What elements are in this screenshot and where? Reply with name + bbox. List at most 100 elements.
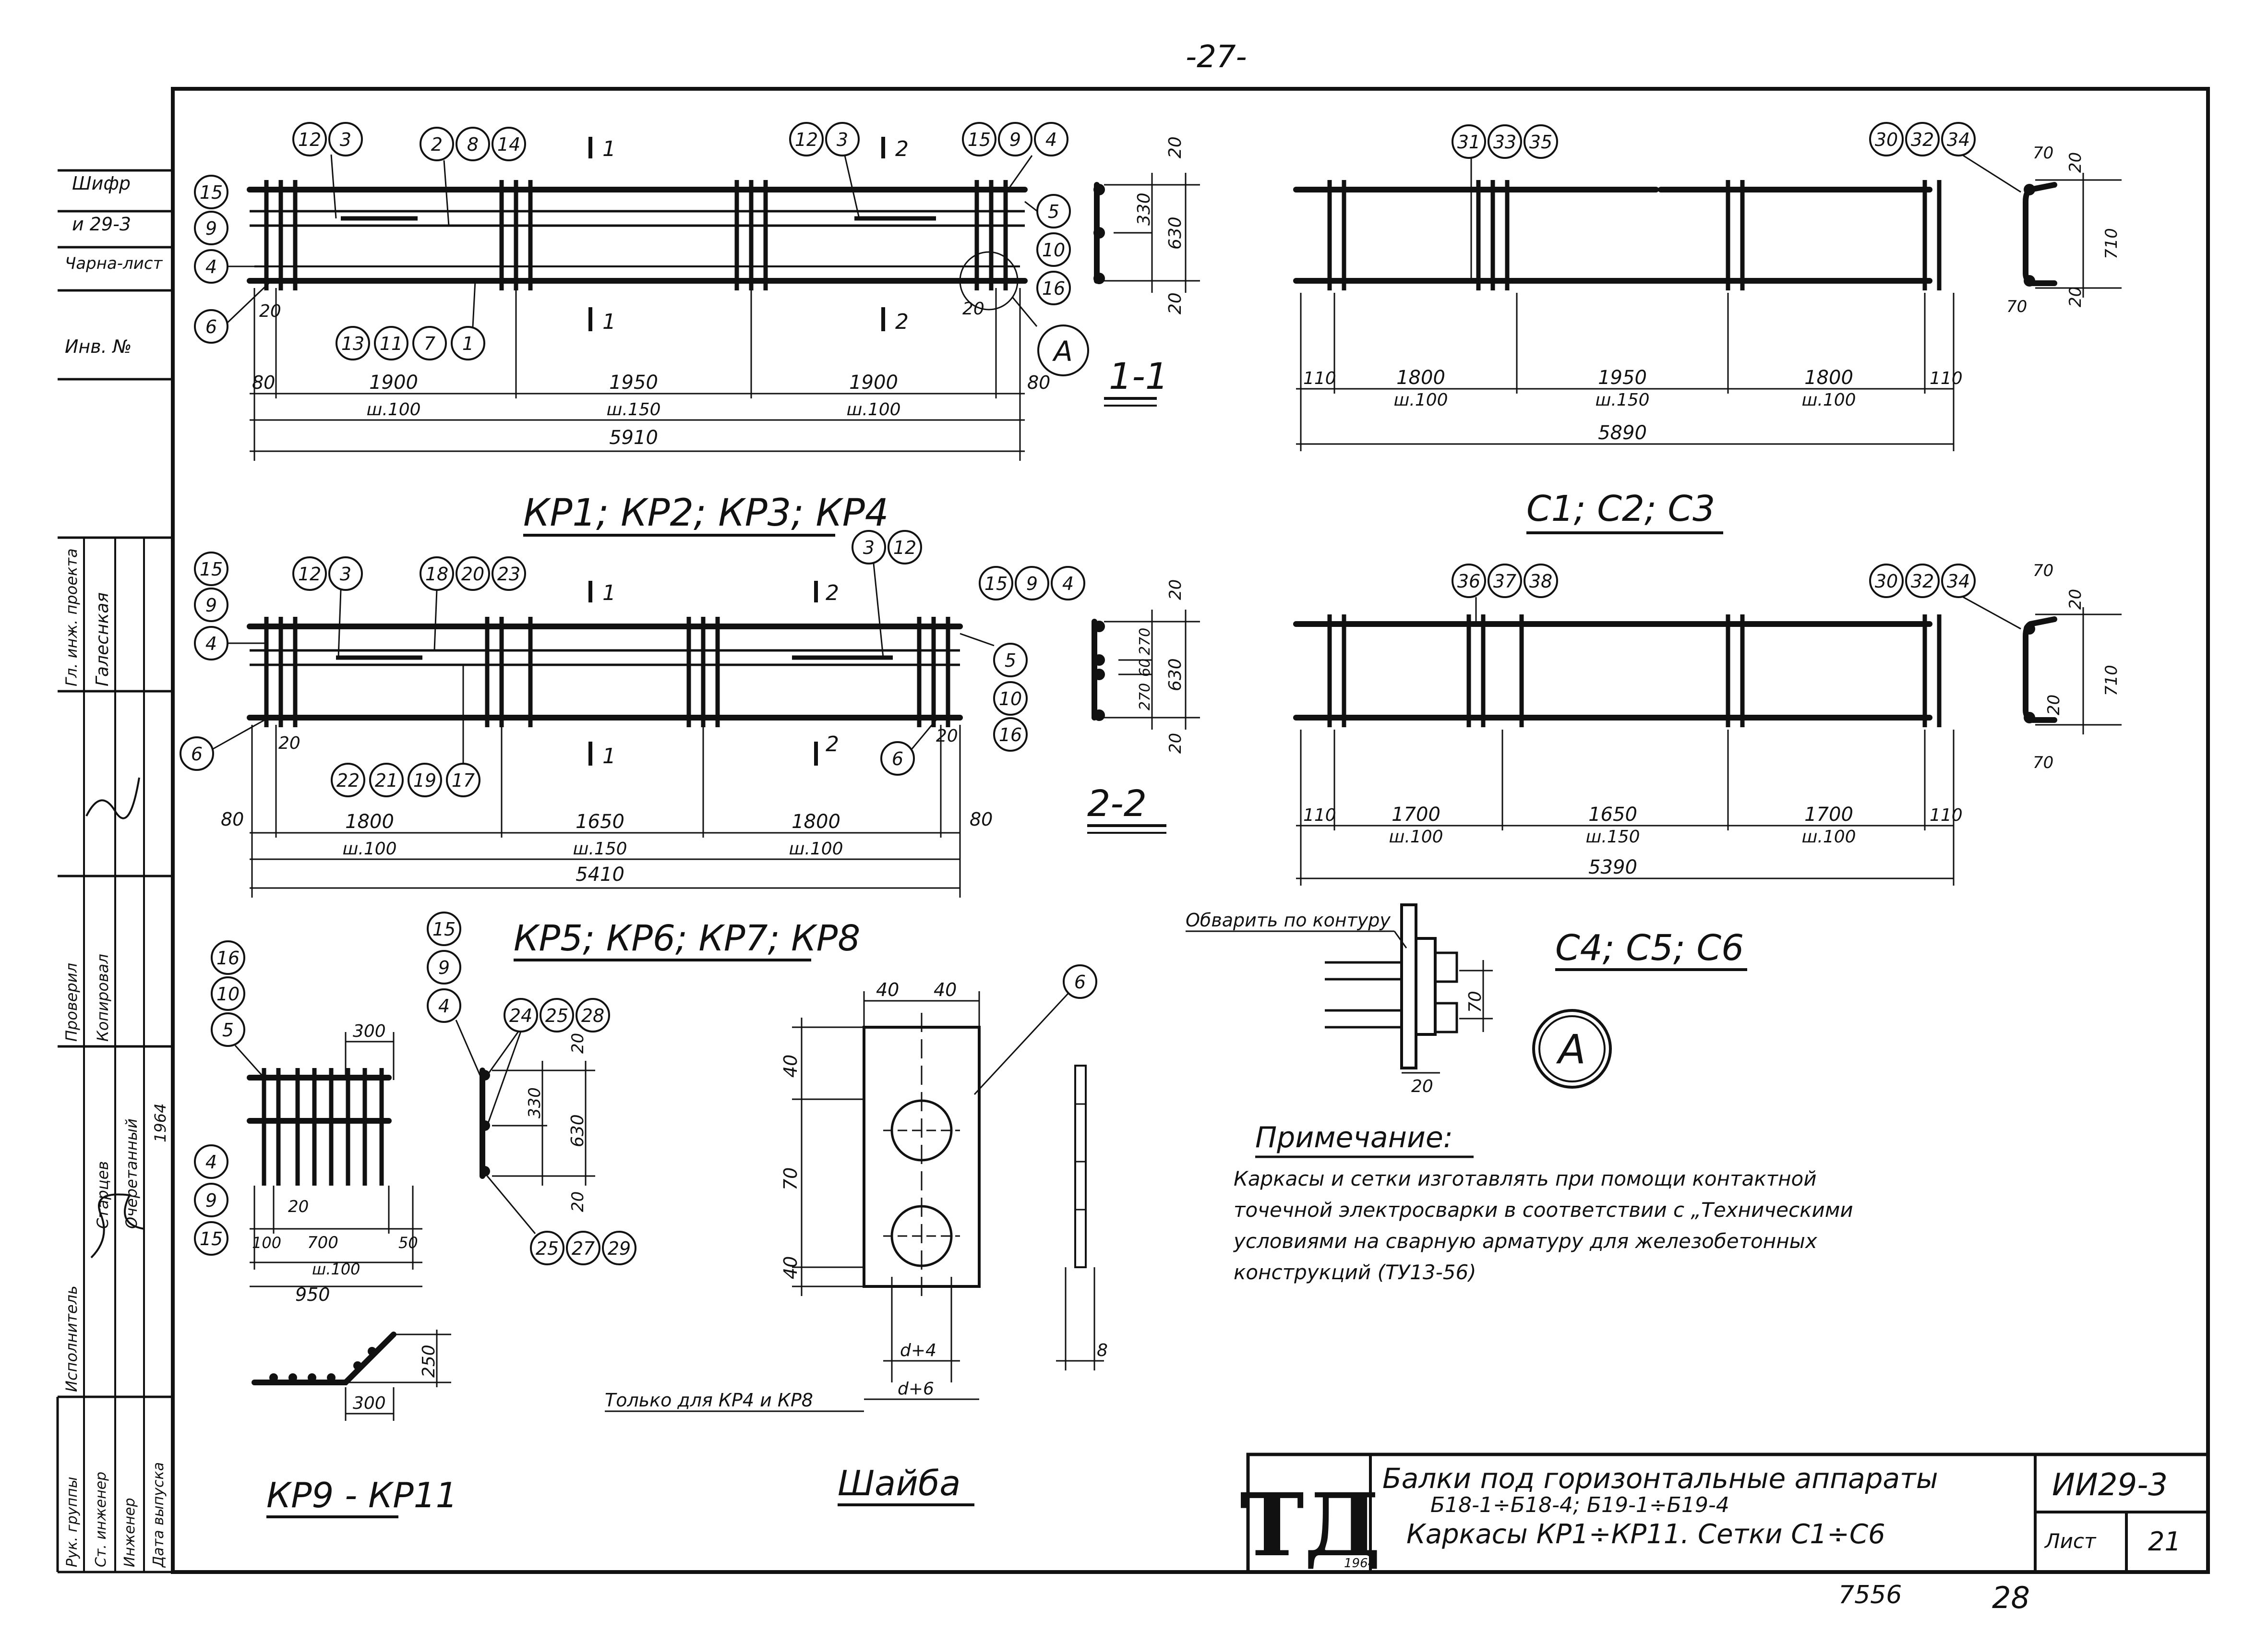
stamp-cell-1: Шифр — [72, 173, 131, 194]
washer-caption: Шайба — [838, 1463, 960, 1503]
stamp-label-gip: Гл. инж. проекта — [62, 548, 81, 686]
c4-dimensions: 110 110 1700 1650 1700 ш.100 ш.150 ш.100… — [1296, 730, 1963, 886]
svg-text:6: 6 — [892, 748, 903, 769]
svg-text:80: 80 — [252, 372, 275, 393]
svg-text:4: 4 — [1045, 129, 1057, 150]
svg-text:37: 37 — [1493, 571, 1516, 592]
kr1-dimensions: 20 20 80 80 1900 1950 1900 ш.100 ш.150 ш… — [250, 288, 1050, 461]
kr5-dimensions: 20 20 80 80 1800 1650 1800 ш.100 ш.150 ш… — [221, 725, 993, 898]
svg-text:20: 20 — [2066, 287, 2085, 307]
page-number: -27- — [1186, 39, 1247, 75]
svg-text:20: 20 — [936, 726, 958, 746]
svg-text:110: 110 — [1303, 369, 1336, 388]
svg-text:20: 20 — [278, 733, 300, 753]
svg-text:17: 17 — [452, 770, 475, 791]
svg-text:34: 34 — [1947, 571, 1970, 592]
washer-drawing: 40 40 40 70 40 d+4 d+6 Только для КР4 и … — [605, 964, 1108, 1412]
svg-text:70: 70 — [2033, 561, 2053, 580]
svg-text:20: 20 — [288, 1197, 309, 1216]
svg-text:630: 630 — [1165, 216, 1185, 250]
svg-text:20: 20 — [461, 564, 484, 585]
svg-text:110: 110 — [1303, 805, 1336, 825]
svg-text:4: 4 — [205, 633, 217, 654]
stamp-label-executor: Исполнитель — [62, 1285, 81, 1392]
svg-text:ш.100: ш.100 — [312, 1260, 360, 1278]
note-block: Примечание: Каркасы и сетки изготавлять … — [1233, 1121, 1853, 1284]
logo-year: 1964 — [1344, 1556, 1376, 1571]
logo-ta: ТД — [1240, 1475, 1381, 1576]
svg-text:3: 3 — [837, 129, 848, 150]
svg-text:1800: 1800 — [1396, 367, 1445, 389]
title-block: ТД 1964 Балки под горизонтальные аппарат… — [1240, 1453, 2210, 1576]
c1-dimensions: 110 110 1800 1950 1800 ш.100 ш.150 ш.100… — [1296, 293, 1963, 451]
svg-text:20: 20 — [1411, 1077, 1433, 1096]
bottom-number-left: 7556 — [1838, 1581, 1902, 1609]
svg-text:31: 31 — [1457, 132, 1480, 153]
section-2-2: 20 270 60 270 630 20 2-2 — [1087, 579, 1200, 834]
svg-text:40: 40 — [780, 1055, 801, 1078]
section-mark-2b: 2 — [895, 310, 909, 334]
svg-text:d+6: d+6 — [898, 1379, 934, 1399]
svg-text:3: 3 — [340, 129, 351, 150]
svg-text:1: 1 — [602, 581, 616, 605]
svg-text:4: 4 — [205, 256, 217, 277]
c1-mesh-elevation: 31 33 35 30 32 34 — [1293, 122, 2021, 290]
svg-text:28: 28 — [581, 1005, 604, 1026]
kr1-callouts: 12 3 2 8 14 12 3 15 9 4 15 9 4 6 5 10 16… — [194, 122, 1089, 376]
svg-text:1900: 1900 — [849, 372, 898, 394]
svg-text:6: 6 — [191, 744, 203, 765]
svg-text:1650: 1650 — [576, 811, 624, 833]
svg-text:20: 20 — [1165, 136, 1185, 158]
note-title: Примечание: — [1255, 1121, 1453, 1154]
detail-a: Обварить по контуру 70 20 А — [1186, 903, 1612, 1096]
svg-text:5: 5 — [222, 1020, 234, 1041]
title-line-3: Каркасы КР1÷КР11. Сетки С1÷С6 — [1406, 1519, 1885, 1550]
svg-text:ш.100: ш.100 — [366, 400, 420, 420]
sheet-label: Лист — [2044, 1529, 2097, 1553]
svg-text:25: 25 — [545, 1005, 568, 1026]
c4-mesh-elevation: 36 37 38 30 32 34 — [1293, 564, 2021, 727]
note-line-4: конструкций (ТУ13-56) — [1234, 1261, 1476, 1284]
svg-text:19: 19 — [413, 770, 436, 791]
svg-text:630: 630 — [1165, 658, 1185, 691]
svg-text:29: 29 — [608, 1238, 631, 1259]
svg-text:950: 950 — [295, 1284, 330, 1305]
svg-text:20: 20 — [1166, 579, 1185, 600]
svg-text:1800: 1800 — [792, 811, 840, 833]
svg-text:10: 10 — [1042, 240, 1065, 261]
detail-a-letter: А — [1052, 335, 1073, 368]
svg-text:5890: 5890 — [1598, 422, 1647, 444]
svg-text:11: 11 — [380, 333, 403, 354]
svg-text:25: 25 — [536, 1238, 559, 1259]
c1-caption: С1; С2; С3 — [1526, 488, 1715, 529]
svg-text:20: 20 — [1165, 292, 1185, 314]
section-mark-1b: 1 — [602, 310, 616, 334]
svg-text:80: 80 — [970, 809, 993, 830]
stamp-label-date: Дата выпуска — [150, 1462, 167, 1568]
svg-text:21: 21 — [375, 770, 398, 791]
svg-text:50: 50 — [398, 1234, 418, 1252]
svg-text:9: 9 — [1009, 129, 1021, 150]
stamp-name-year: 1964 — [151, 1104, 169, 1142]
svg-text:20: 20 — [1166, 733, 1185, 754]
svg-text:15: 15 — [432, 919, 456, 940]
svg-text:6: 6 — [1074, 972, 1086, 993]
svg-text:7: 7 — [424, 333, 435, 354]
weld-note: Обварить по контуру — [1186, 910, 1391, 931]
svg-text:100: 100 — [252, 1234, 281, 1252]
svg-text:27: 27 — [572, 1238, 595, 1259]
svg-text:20: 20 — [2066, 589, 2085, 610]
svg-text:4: 4 — [1062, 573, 1074, 594]
svg-text:8: 8 — [1097, 1341, 1108, 1360]
detail-a-circle — [959, 251, 1019, 311]
svg-text:5390: 5390 — [1588, 856, 1637, 878]
title-line-2: Б18-1÷Б18-4; Б19-1÷Б19-4 — [1430, 1493, 1729, 1517]
svg-text:d+4: d+4 — [900, 1341, 936, 1360]
c4-section: 70 20 710 20 70 — [2023, 561, 2122, 772]
svg-text:12: 12 — [795, 129, 818, 150]
kr9-frame: 16 10 5 4 9 15 300 20 100 700 50 ш.100 9… — [194, 940, 451, 1421]
svg-text:36: 36 — [1457, 571, 1480, 592]
svg-text:1650: 1650 — [1588, 804, 1637, 826]
svg-text:15: 15 — [984, 573, 1008, 594]
